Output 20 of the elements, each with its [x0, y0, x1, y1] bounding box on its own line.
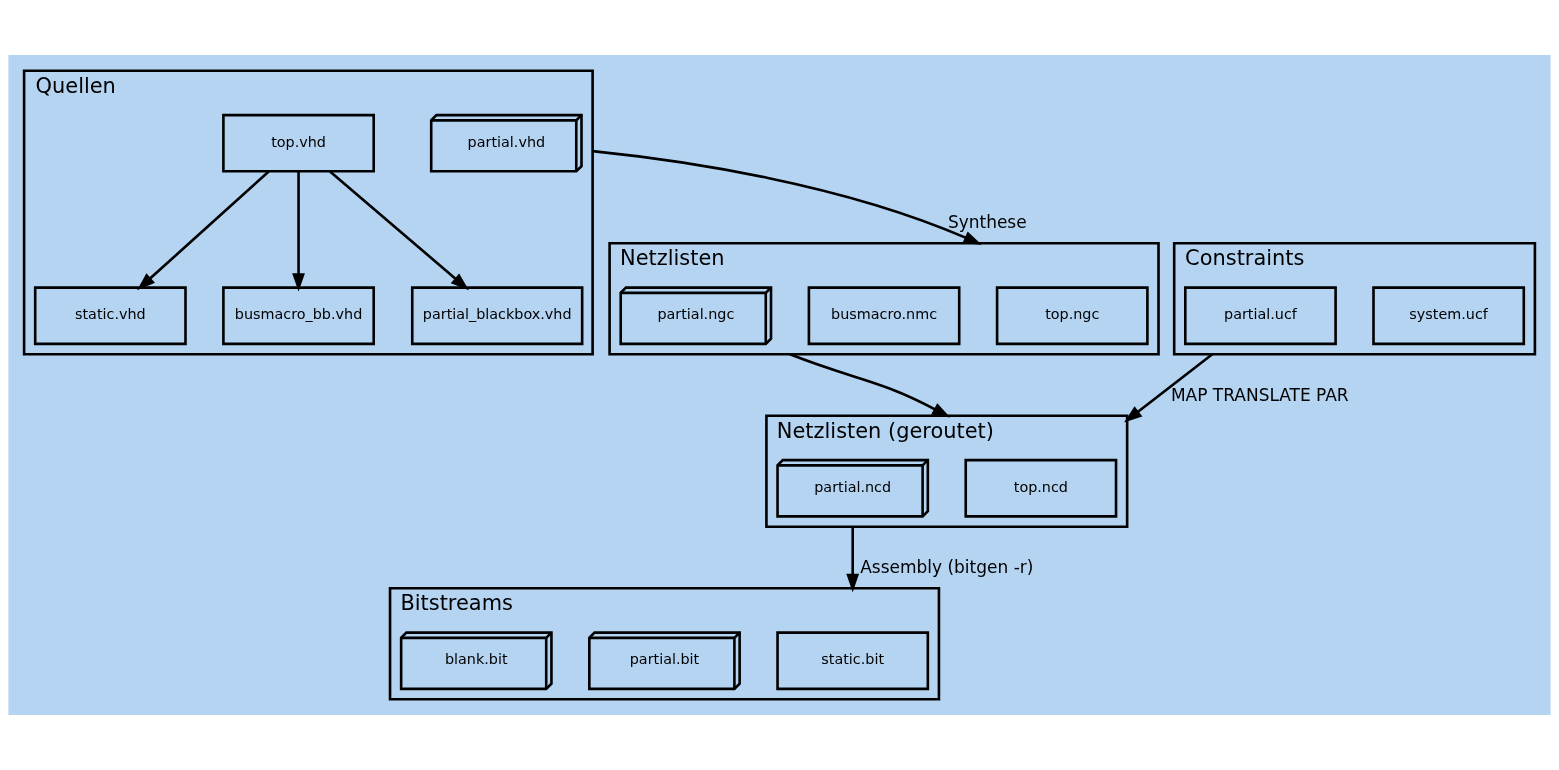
- edge-label: Synthese: [947, 212, 1027, 233]
- node-box: busmacro.nmc: [807, 286, 961, 346]
- arrow: [1124, 353, 1214, 423]
- arrow: [329, 170, 469, 291]
- node-box: busmacro_bb.vhd: [222, 286, 375, 346]
- arrow: [292, 171, 305, 292]
- node-box: partial.ucf: [1184, 286, 1337, 346]
- arrow: [137, 170, 270, 291]
- arrow: [592, 149, 982, 245]
- arrow: [846, 526, 860, 593]
- node-box: static.bit: [776, 631, 930, 691]
- edge-label: MAP TRANSLATE PAR: [1170, 384, 1349, 405]
- node-box: top.ngc: [995, 286, 1149, 346]
- node-box: static.vhd: [33, 286, 187, 346]
- arrow: [789, 353, 951, 418]
- node-box: top.ncd: [964, 458, 1118, 518]
- node-box: partial_blackbox.vhd: [410, 286, 584, 346]
- node-box: system.ucf: [1372, 286, 1526, 346]
- edge-label: Assembly (bitgen -r): [860, 557, 1034, 578]
- node-box: top.vhd: [222, 113, 375, 173]
